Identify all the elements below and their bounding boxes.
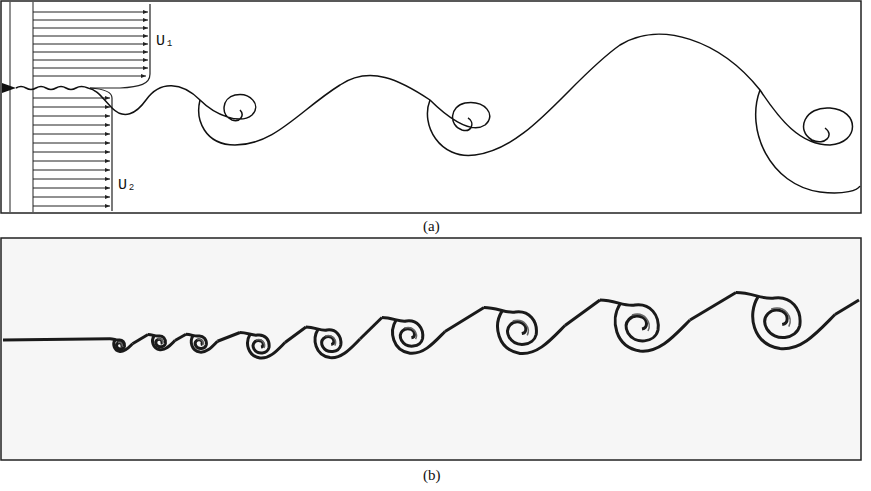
inlet-line bbox=[10, 2, 11, 212]
panel-frame bbox=[1, 1, 861, 213]
velocity-arrows bbox=[33, 12, 148, 206]
velocity-profile bbox=[90, 4, 150, 88]
panel-label: (b) bbox=[423, 468, 441, 483]
mixing-layer-photo bbox=[3, 293, 859, 359]
interface-curve bbox=[16, 34, 860, 193]
velocity-label: U₁ bbox=[156, 34, 174, 49]
velocity-label: U₂ bbox=[118, 178, 136, 193]
splitter-plate bbox=[2, 83, 16, 93]
photo-frame bbox=[1, 238, 861, 460]
velocity-profile bbox=[90, 88, 112, 211]
panel-label: (a) bbox=[423, 219, 440, 234]
